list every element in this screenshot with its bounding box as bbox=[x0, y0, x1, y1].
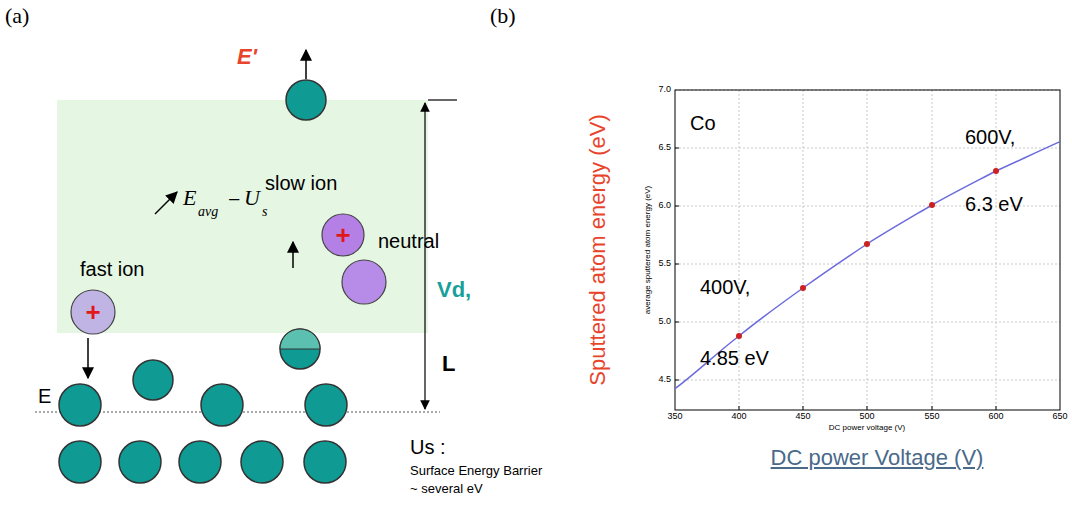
particle-label: neutral bbox=[378, 230, 439, 252]
half-ionized-atom bbox=[280, 329, 320, 369]
point-annotation: 4.85 eV bbox=[700, 347, 769, 369]
length-arrow bbox=[424, 103, 425, 409]
energy-label: E' bbox=[237, 45, 257, 69]
point-annotation: 600V, bbox=[965, 126, 1015, 148]
escape-arrow bbox=[305, 50, 307, 79]
tick-label: 6.0 bbox=[658, 201, 671, 211]
tick-label: 350 bbox=[667, 412, 682, 422]
math-symbol: E bbox=[183, 186, 196, 210]
neutral-atom bbox=[342, 260, 386, 304]
target-atoms bbox=[59, 80, 347, 483]
particle-label: fast ion bbox=[80, 258, 144, 280]
tick-label: 6.5 bbox=[658, 143, 671, 153]
slow-ion: + bbox=[321, 213, 365, 257]
axis-title: Sputtered atom energy (eV) bbox=[586, 114, 610, 385]
voltage-label: Vd, bbox=[437, 278, 471, 302]
point-annotation: 6.3 eV bbox=[965, 193, 1023, 215]
plot-frame bbox=[675, 90, 1060, 410]
math-symbol: U bbox=[244, 186, 260, 210]
barrier-note: Surface Energy Barrier bbox=[410, 464, 542, 478]
energy-label: E bbox=[38, 385, 51, 407]
sheath-edge bbox=[428, 99, 457, 100]
axis-title: DC power voltage (V) bbox=[829, 424, 905, 433]
math-subscript: avg bbox=[198, 204, 218, 219]
tick-label: 400 bbox=[731, 412, 746, 422]
data-points bbox=[736, 168, 999, 339]
barrier-label: Us : bbox=[410, 436, 446, 458]
point-annotation: 400V, bbox=[700, 276, 750, 298]
element-label: Co bbox=[690, 112, 716, 134]
plasma-sheath bbox=[57, 100, 428, 333]
barrier-note: ~ several eV bbox=[410, 482, 483, 496]
tick-label: 450 bbox=[795, 412, 810, 422]
ion-charge: + bbox=[85, 299, 100, 325]
panel-letter: (a) bbox=[5, 4, 29, 28]
tick-label: 7.0 bbox=[658, 85, 671, 95]
math-symbol: − bbox=[228, 188, 240, 212]
sputter-arrow bbox=[155, 192, 177, 214]
tick-label: 5.5 bbox=[658, 259, 671, 269]
tick-label: 5.0 bbox=[658, 317, 671, 327]
tick-label: 550 bbox=[924, 412, 939, 422]
tick-label: 4.5 bbox=[658, 375, 671, 385]
slow-ion-arrow bbox=[292, 242, 294, 268]
axis-title: DC power Voltage (V) bbox=[771, 446, 984, 470]
math-subscript: s bbox=[262, 204, 267, 219]
tick-label: 600 bbox=[988, 412, 1003, 422]
panel-letter: (b) bbox=[490, 4, 516, 28]
ion-arrow bbox=[87, 338, 89, 378]
tick-label: 500 bbox=[859, 412, 874, 422]
ion-charge: + bbox=[335, 222, 350, 248]
ticks bbox=[675, 148, 996, 410]
axis-title: average sputtered atom energy (eV) bbox=[644, 186, 653, 315]
dimension-label: L bbox=[442, 352, 455, 376]
grid bbox=[675, 90, 1060, 410]
fast-ion: + bbox=[70, 289, 116, 335]
fit-curve bbox=[675, 142, 1060, 389]
particle-label: slow ion bbox=[265, 172, 337, 194]
tick-label: 650 bbox=[1052, 412, 1067, 422]
